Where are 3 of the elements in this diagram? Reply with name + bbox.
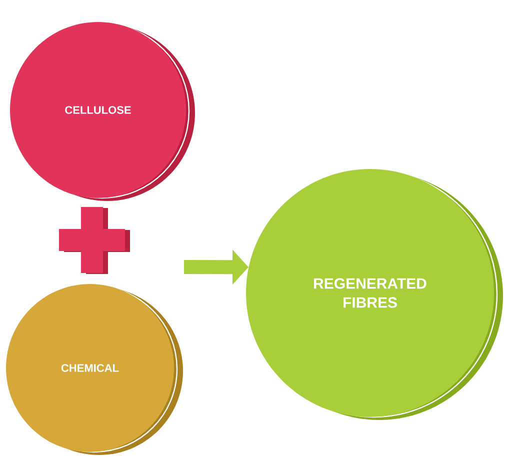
circle-node: CELLULOSE <box>10 22 195 201</box>
circle-node: CHEMICAL <box>6 284 183 455</box>
circle-node: REGENERATED FIBRES <box>246 169 503 420</box>
